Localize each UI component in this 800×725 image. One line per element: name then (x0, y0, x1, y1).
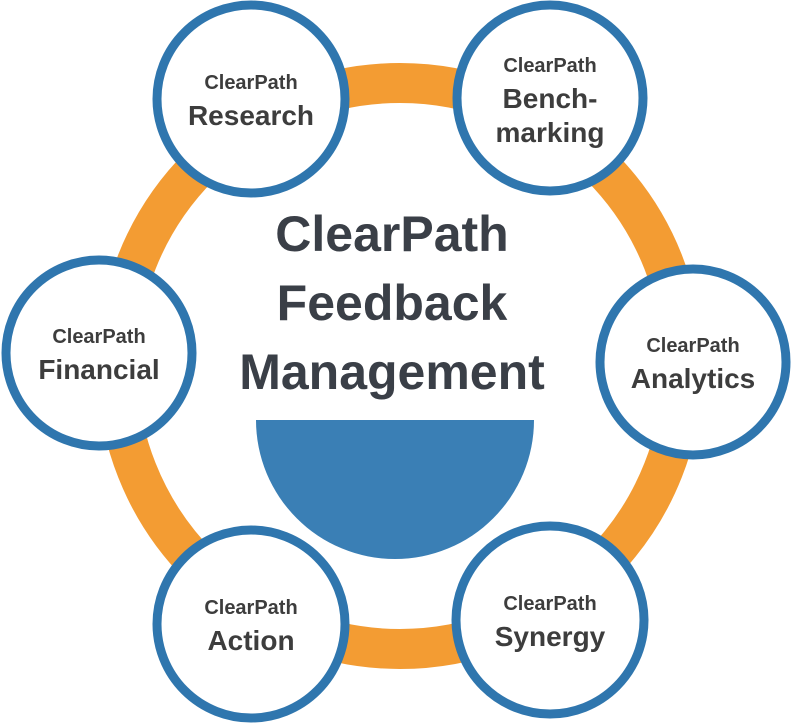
node-benchmarking-brand: ClearPath (503, 55, 596, 77)
node-synergy-circle (451, 521, 649, 719)
node-research-label: Research (188, 100, 314, 131)
node-synergy-label: Synergy (495, 621, 606, 652)
node-financial[interactable]: ClearPath Financial (1, 255, 197, 451)
node-analytics-label: Analytics (631, 363, 756, 394)
node-analytics[interactable]: ClearPath Analytics (595, 264, 791, 460)
node-research-brand: ClearPath (204, 72, 297, 94)
center-title-line-3: Management (239, 344, 545, 400)
node-analytics-brand: ClearPath (646, 335, 739, 357)
blue-bowl-shape (256, 420, 534, 559)
node-benchmarking[interactable]: ClearPath Bench- marking (452, 0, 648, 196)
node-action[interactable]: ClearPath Action (152, 525, 350, 723)
node-financial-brand: ClearPath (52, 326, 145, 348)
node-benchmarking-label-line-1: Bench- (503, 83, 598, 114)
node-synergy[interactable]: ClearPath Synergy (451, 521, 649, 719)
node-research-circle (152, 0, 350, 198)
center-title-line-1: ClearPath (275, 206, 508, 262)
node-synergy-brand: ClearPath (503, 593, 596, 615)
node-financial-circle (1, 255, 197, 451)
node-research[interactable]: ClearPath Research (152, 0, 350, 198)
node-action-circle (152, 525, 350, 723)
node-benchmarking-label-line-2: marking (496, 117, 605, 148)
node-benchmarking-circle (452, 0, 648, 196)
center-title-line-2: Feedback (277, 275, 508, 331)
node-action-brand: ClearPath (204, 597, 297, 619)
node-analytics-circle (595, 264, 791, 460)
node-financial-label: Financial (38, 354, 159, 385)
center-title: ClearPath Feedback Management (239, 206, 545, 400)
node-action-label: Action (207, 625, 294, 656)
